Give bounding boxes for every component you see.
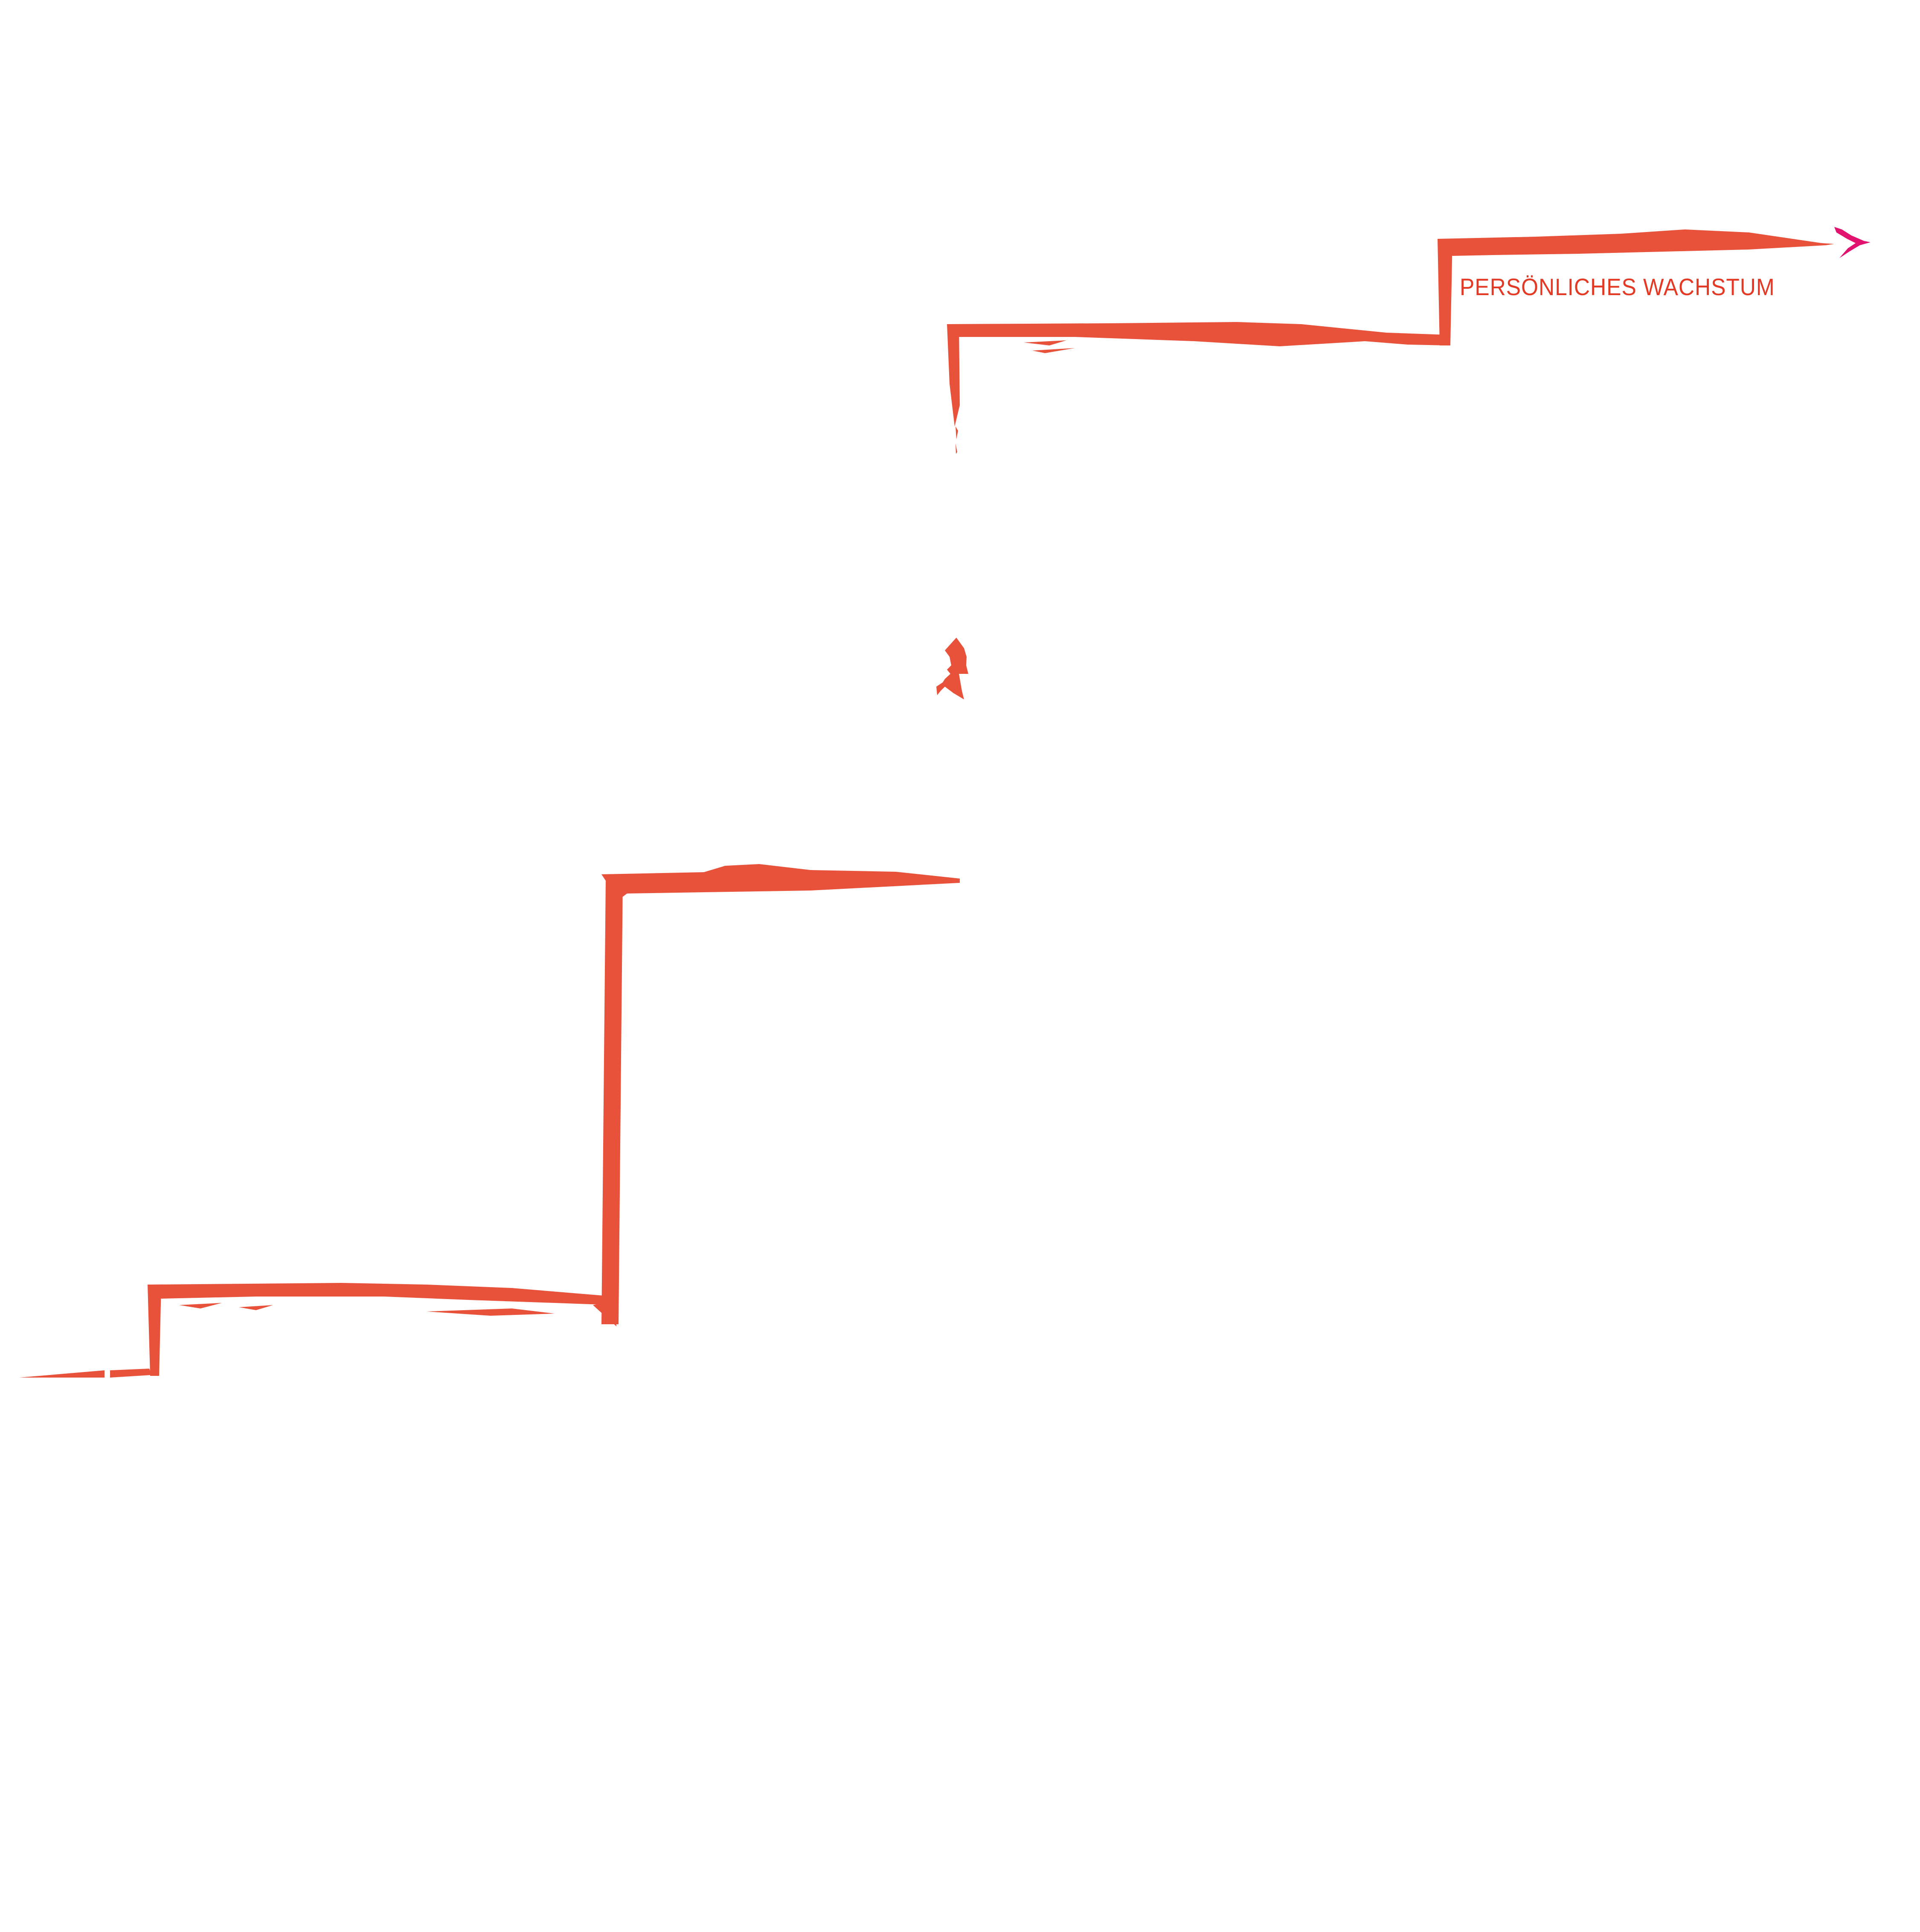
tread-1 [148,1283,614,1305]
tread-3 [947,322,1448,346]
riser-4 [1438,239,1452,345]
arrow-icon [1834,227,1871,258]
riser-3-flecks [956,426,958,454]
riser-2-inner [593,1301,616,1326]
riser-2 [601,879,623,1324]
tread-4 [1438,229,1834,256]
step-baseline [19,1369,151,1378]
tread-2 [601,864,960,900]
staircase-path [19,229,1834,1378]
growth-label: PERSÖNLICHES WACHSTUM [1460,273,1775,300]
riser-1 [148,1285,161,1376]
riser-3 [947,324,960,426]
tread-1-flecks [179,1303,555,1316]
riser-3-squiggle [936,638,968,699]
tread-3-flecks [1024,340,1075,353]
